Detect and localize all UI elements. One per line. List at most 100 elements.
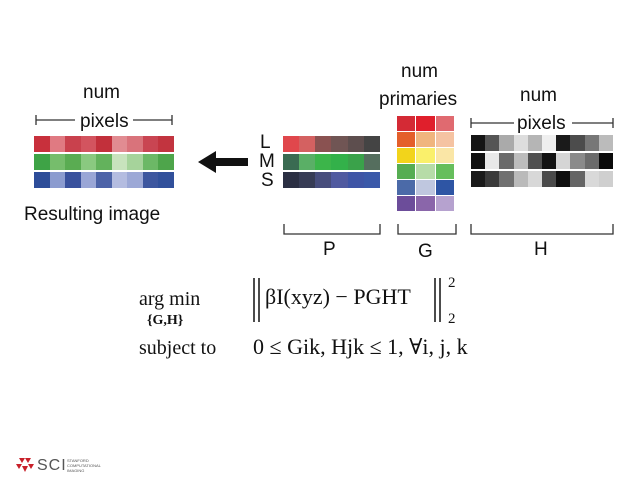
sci-logo-icon: [16, 458, 34, 472]
result-cell: [65, 136, 81, 152]
h-cell: [485, 135, 500, 151]
result-cell: [96, 136, 112, 152]
h-cell: [598, 171, 613, 187]
primaries-num-label: num: [401, 61, 438, 82]
h-cell: [527, 153, 542, 169]
h-cell: [556, 153, 571, 169]
result-cell: [96, 154, 112, 170]
result-num-label: num: [83, 82, 120, 103]
h-cell: [485, 153, 500, 169]
g-cell: [416, 148, 435, 163]
p-cell: [363, 154, 380, 170]
sci-logo-line3: IMAGING: [67, 468, 85, 473]
objective-expression: βI(xyz) − PGHT: [265, 286, 411, 308]
h-cell: [471, 153, 486, 169]
h-cell: [584, 171, 599, 187]
result-cell: [158, 172, 174, 188]
norm-superscript: 2: [448, 275, 456, 291]
h-num-label: num: [520, 85, 557, 106]
sci-logo-line2: COMPUTATIONAL: [67, 463, 101, 468]
g-cell: [416, 196, 435, 211]
h-cell: [513, 171, 528, 187]
result-cell: [127, 136, 143, 152]
p-cell: [315, 172, 332, 188]
result-pixels-label: pixels: [80, 111, 129, 132]
result-pixels-bracket: [35, 111, 173, 132]
result-cell: [34, 136, 50, 152]
result-cell: [127, 154, 143, 170]
h-cell: [527, 135, 542, 151]
h-pixels-label: pixels: [517, 113, 566, 134]
g-cell: [435, 180, 454, 195]
g-cell: [397, 132, 416, 147]
h-cell: [570, 153, 585, 169]
h-cell: [598, 153, 613, 169]
h-cell: [541, 135, 557, 151]
p-matrix: [283, 136, 380, 188]
result-cell: [49, 154, 66, 170]
m-label: M: [259, 151, 275, 172]
result-cell: [127, 172, 143, 188]
p-cell: [363, 136, 380, 152]
sci-logo-subtext: STANFORD COMPUTATIONAL IMAGING: [67, 458, 101, 473]
p-cell: [347, 136, 364, 152]
result-cell: [65, 154, 81, 170]
constraint-expression: 0 ≤ Gik, Hjk ≤ 1, ∀i, j, k: [253, 334, 468, 359]
g-cell: [397, 116, 416, 131]
h-label: H: [534, 239, 548, 260]
h-cell: [570, 135, 585, 151]
result-cell: [158, 154, 174, 170]
h-cell: [513, 135, 528, 151]
argmin-text: arg min: [139, 288, 201, 310]
result-cell: [111, 154, 128, 170]
p-cell: [347, 154, 364, 170]
g-cell: [435, 196, 454, 211]
h-cell: [584, 135, 599, 151]
g-cell: [397, 148, 416, 163]
h-cell: [471, 135, 486, 151]
h-cell: [556, 135, 571, 151]
g-cell: [435, 116, 454, 131]
argmin-subscript: {G,H}: [147, 313, 184, 328]
sci-logo-line1: STANFORD: [67, 458, 89, 463]
h-cell: [541, 153, 557, 169]
result-cell: [80, 172, 97, 188]
result-cell: [111, 172, 128, 188]
result-cell: [34, 154, 50, 170]
g-cell: [416, 180, 435, 195]
resulting-image-label: Resulting image: [24, 204, 161, 225]
p-cell: [363, 172, 380, 188]
h-cell: [527, 171, 542, 187]
h-cell: [584, 153, 599, 169]
h-pixels-bracket-line: [470, 118, 614, 128]
h-cell: [485, 171, 500, 187]
h-cell: [499, 135, 514, 151]
g-cell: [435, 132, 454, 147]
l-label: L: [260, 132, 271, 153]
g-cell: [416, 164, 435, 179]
p-cell: [331, 154, 348, 170]
result-cell: [142, 154, 159, 170]
result-cell: [80, 154, 97, 170]
h-cell: [513, 153, 528, 169]
h-cell: [556, 171, 571, 187]
p-cell: [315, 154, 332, 170]
result-cell: [111, 136, 128, 152]
h-matrix: [471, 135, 613, 187]
result-cell: [65, 172, 81, 188]
p-label: P: [323, 239, 336, 260]
result-cell: [34, 172, 50, 188]
h-cell: [499, 153, 514, 169]
result-cell: [49, 136, 66, 152]
primaries-label: primaries: [379, 89, 458, 110]
g-matrix: [397, 116, 454, 211]
result-cell: [96, 172, 112, 188]
g-cell: [435, 148, 454, 163]
g-cell: [397, 180, 416, 195]
p-cell: [347, 172, 364, 188]
result-image-matrix: [34, 136, 174, 188]
norm-bars: [253, 278, 441, 322]
s-label: S: [261, 170, 274, 191]
p-cell: [331, 136, 348, 152]
h-cell: [471, 171, 486, 187]
